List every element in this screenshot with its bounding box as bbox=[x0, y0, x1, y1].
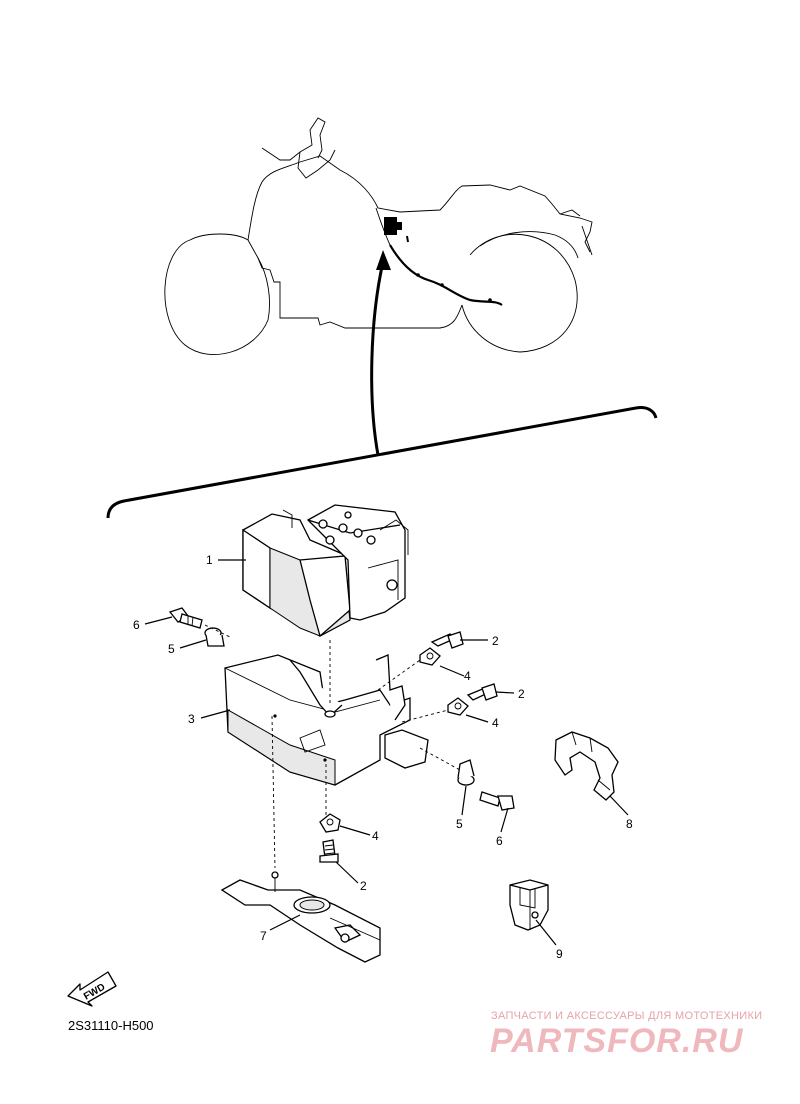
callout-5-right: 5 bbox=[456, 817, 463, 831]
bolt-6-right bbox=[479, 791, 515, 811]
abs-bracket bbox=[224, 654, 429, 786]
callout-6-left: 6 bbox=[133, 618, 140, 632]
connector bbox=[509, 879, 549, 931]
harness-clamp bbox=[554, 731, 619, 801]
callout-2-middle: 2 bbox=[518, 687, 525, 701]
callout-6-right: 6 bbox=[496, 834, 503, 848]
collar-5-right bbox=[457, 759, 475, 786]
bolt-6-left bbox=[168, 607, 203, 629]
callout-2-lower: 2 bbox=[360, 879, 367, 893]
watermark-brand: PARTSFOR.RU bbox=[490, 1022, 744, 1060]
callout-3: 3 bbox=[188, 712, 195, 726]
detail-bracket bbox=[106, 406, 658, 519]
diagram-reference-code: 2S31110-H500 bbox=[68, 1018, 154, 1033]
callout-4-middle: 4 bbox=[492, 716, 499, 730]
watermark-tagline: ЗАПЧАСТИ И АКСЕССУАРЫ ДЛЯ МОТОТЕХНИКИ bbox=[491, 1010, 763, 1022]
pointer-arrow bbox=[370, 250, 391, 456]
callout-2-upper: 2 bbox=[492, 634, 499, 648]
mount-plate bbox=[220, 871, 381, 963]
callout-9: 9 bbox=[556, 947, 563, 961]
callout-4-lower: 4 bbox=[372, 829, 379, 843]
fwd-arrow: FWD bbox=[67, 971, 117, 1007]
washer-4-upper bbox=[419, 647, 441, 666]
abs-location-marker bbox=[375, 207, 503, 306]
abs-hydraulic-unit bbox=[242, 504, 409, 638]
callout-numbers: 1 6 5 3 2 4 2 4 4 2 5 6 7 8 9 bbox=[133, 553, 633, 961]
callout-1: 1 bbox=[206, 553, 213, 567]
motorcycle-outline bbox=[164, 117, 593, 355]
callout-4-upper: 4 bbox=[464, 669, 471, 683]
bolt-2-middle bbox=[466, 683, 498, 701]
fwd-label: FWD bbox=[82, 982, 107, 1003]
bolt-2-upper bbox=[430, 631, 464, 649]
callout-8: 8 bbox=[626, 817, 633, 831]
collar-5-left bbox=[204, 627, 225, 647]
leader-lines bbox=[144, 559, 629, 946]
washer-4-middle bbox=[447, 697, 469, 716]
assembly-lines bbox=[204, 624, 461, 869]
callout-5-left: 5 bbox=[168, 642, 175, 656]
bolt-2-lower bbox=[319, 839, 339, 863]
callout-7: 7 bbox=[260, 929, 267, 943]
washer-4-lower bbox=[319, 813, 341, 833]
